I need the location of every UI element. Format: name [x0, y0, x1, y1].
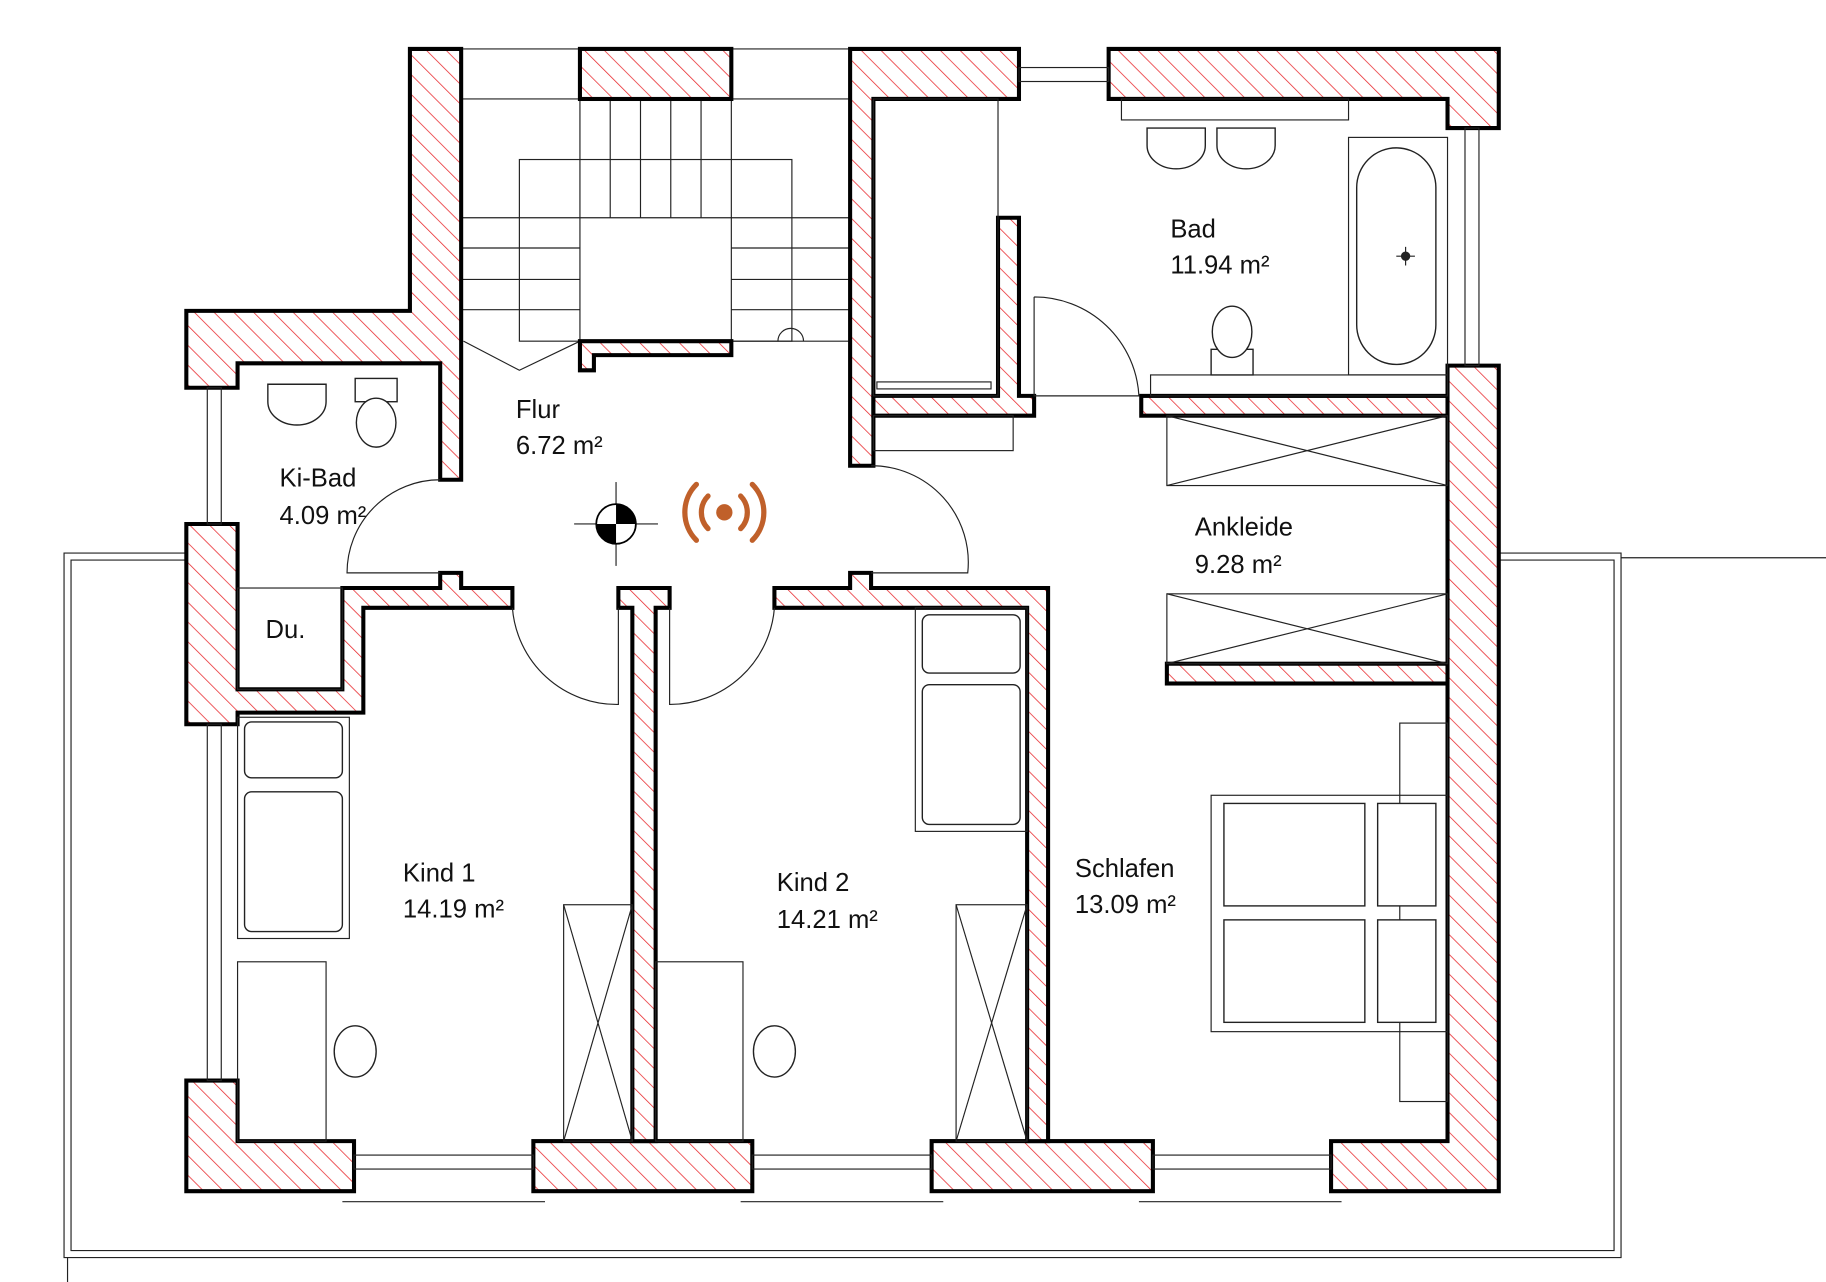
room-area-bad: 11.94 m²: [1170, 252, 1270, 280]
room-area-flur: 6.72 m²: [516, 432, 603, 460]
room-name-kind-1: Kind 1: [403, 859, 476, 887]
room-name-schlafen: Schlafen: [1075, 855, 1175, 883]
reference-point-icon: [574, 482, 658, 566]
room-area-ki-bad: 4.09 m²: [279, 502, 366, 530]
doors: [346, 296, 1140, 706]
bathtub-drain-icon: [1396, 246, 1415, 266]
room-name-ankleide: Ankleide: [1195, 514, 1293, 542]
furniture: [236, 98, 1449, 1142]
room-area-ankleide: 9.28 m²: [1195, 551, 1282, 579]
room-area-kind-2: 14.21 m²: [777, 906, 879, 934]
room-area-kind-1: 14.19 m²: [403, 896, 505, 924]
room-area-schlafen: 13.09 m²: [1075, 891, 1177, 919]
balcony-outline: [63, 552, 1826, 1282]
wireless-sensor-icon[interactable]: [682, 481, 767, 543]
windows: [206, 66, 1480, 1203]
room-name-kind-2: Kind 2: [777, 869, 850, 897]
room-labels: Flur 6.72 m² Ki-Bad 4.09 m² Du. Bad 11.9…: [266, 216, 1294, 934]
room-name-bad: Bad: [1170, 216, 1216, 244]
room-name-flur: Flur: [516, 396, 561, 424]
room-name-ki-bad: Ki-Bad: [279, 465, 356, 493]
room-name-dusche: Du.: [266, 616, 306, 644]
